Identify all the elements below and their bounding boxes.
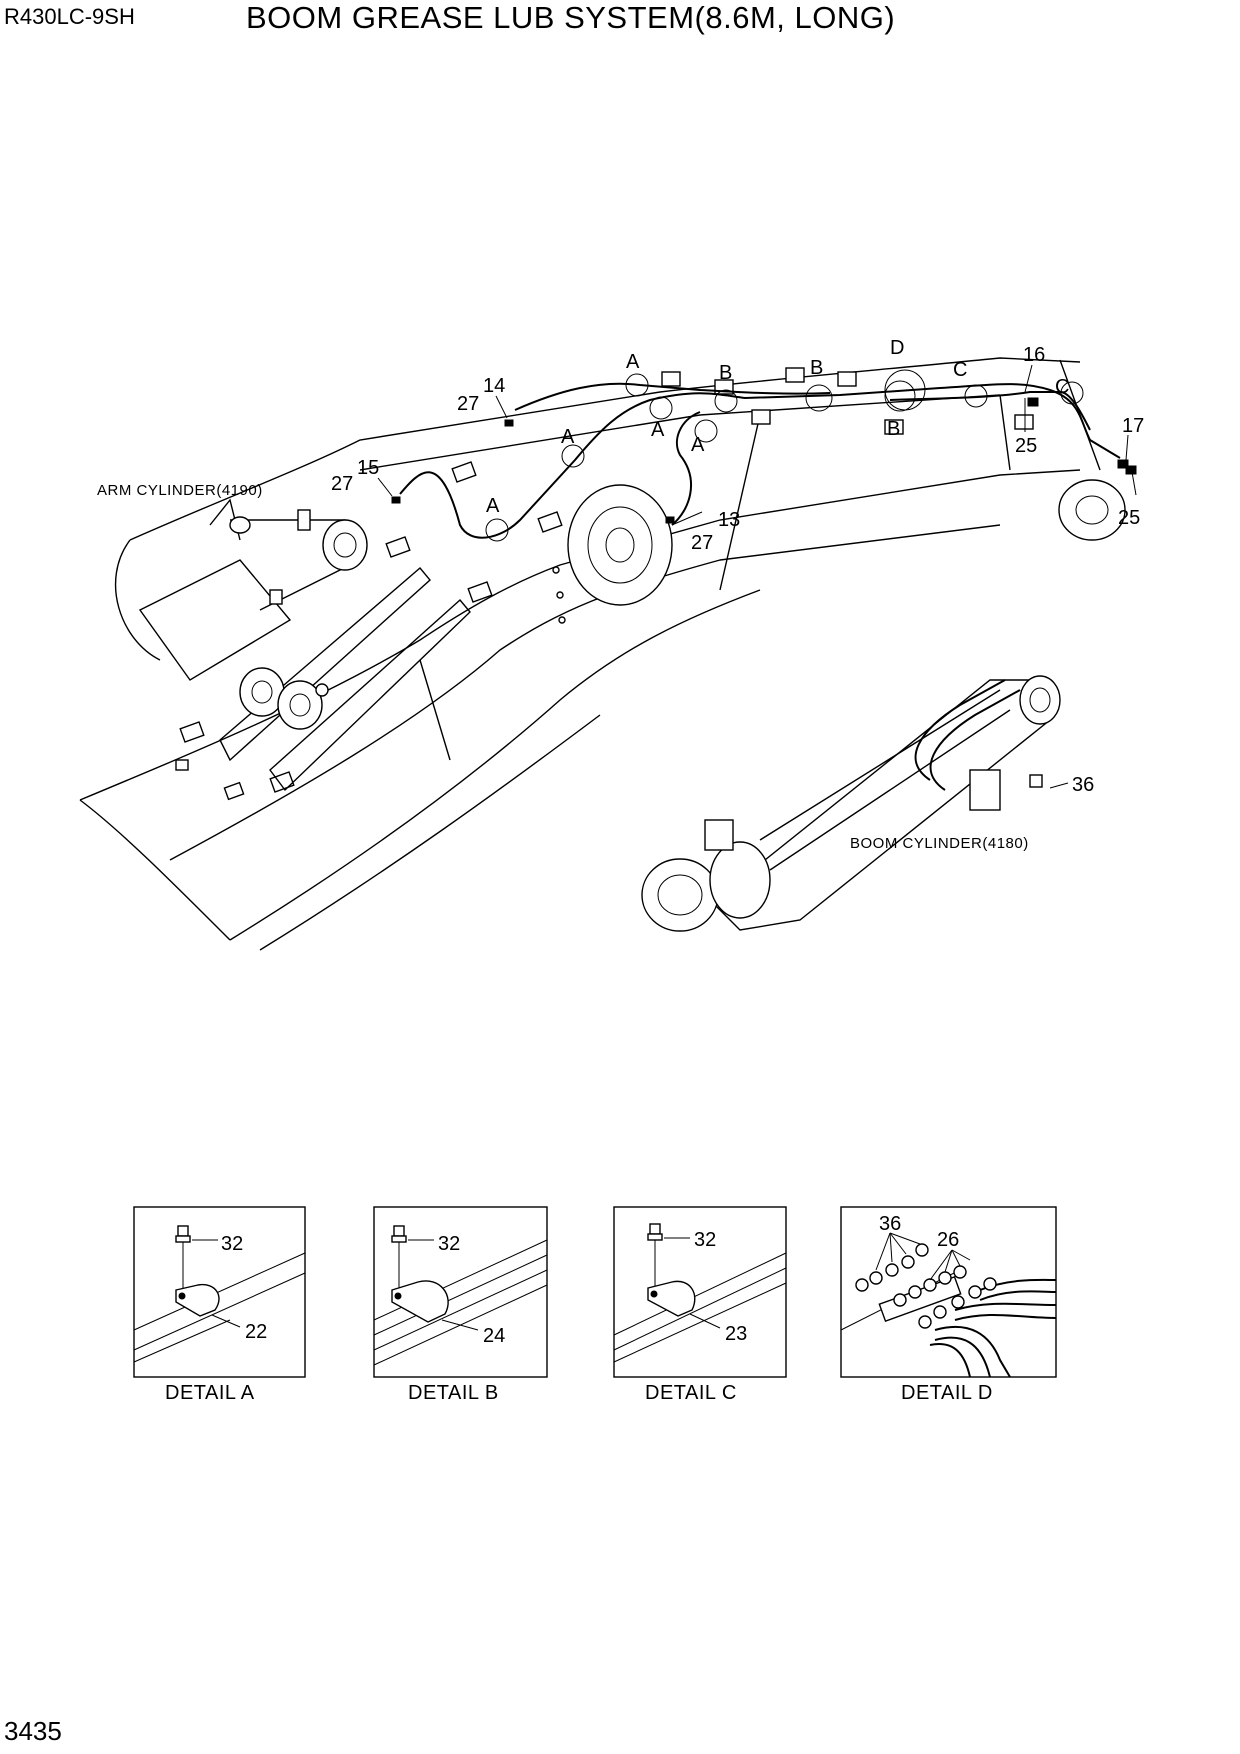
- callout-24: 24: [483, 1325, 505, 1347]
- boom-cylinder: [641, 675, 1061, 932]
- boom-brackets: [175, 367, 1034, 801]
- callout-14: 14: [483, 375, 505, 397]
- detail-ref-a: A: [486, 495, 500, 517]
- detail-ref-c: C: [953, 359, 967, 381]
- callout-23: 23: [725, 1323, 747, 1345]
- detail-ref-a: A: [691, 434, 705, 456]
- page-title: BOOM GREASE LUB SYSTEM(8.6M, LONG): [246, 0, 896, 35]
- callout-25: 25: [1118, 507, 1140, 529]
- detail-ref-b: B: [719, 362, 732, 384]
- callout-36: 36: [879, 1213, 901, 1235]
- detail-caption-d: DETAIL D: [901, 1382, 993, 1404]
- callout-32: 32: [221, 1233, 243, 1255]
- leader-lines: [377, 364, 1137, 789]
- arm-cylinder-label: ARM CYLINDER(4190): [97, 482, 263, 499]
- callout-27: 27: [457, 393, 479, 415]
- callout-32: 32: [694, 1229, 716, 1251]
- callout-27: 27: [331, 473, 353, 495]
- callout-15: 15: [357, 457, 379, 479]
- callout-26: 26: [937, 1229, 959, 1251]
- model-number: R430LC-9SH: [4, 4, 135, 29]
- callout-36: 36: [1072, 774, 1094, 796]
- page-number: 3435: [4, 1716, 62, 1746]
- detail-ref-a: A: [651, 419, 665, 441]
- callout-27: 27: [691, 532, 713, 554]
- callout-labels: 14 27 15 27 13 27 16 25 17 25 36 A A A A…: [97, 337, 1144, 852]
- boom-cylinder-label: BOOM CYLINDER(4180): [850, 835, 1029, 852]
- callout-32: 32: [438, 1233, 460, 1255]
- detail-ref-b: B: [887, 418, 900, 440]
- boom-body: [79, 357, 1126, 951]
- detail-c: 32 23 DETAIL C: [613, 1206, 787, 1404]
- detail-caption-a: DETAIL A: [165, 1382, 255, 1404]
- detail-b: 32 24 DETAIL B: [373, 1206, 548, 1404]
- callout-13: 13: [718, 509, 740, 531]
- detail-ref-a: A: [561, 426, 575, 448]
- detail-caption-b: DETAIL B: [408, 1382, 499, 1404]
- detail-a: 32 22 DETAIL A: [133, 1206, 306, 1404]
- detail-d: 36 26 DETAIL D: [840, 1206, 1057, 1404]
- grease-hoses: [391, 369, 1137, 542]
- detail-ref-b: B: [810, 357, 823, 379]
- callout-17: 17: [1122, 415, 1144, 437]
- arm-cylinder: [138, 498, 471, 792]
- callout-25: 25: [1015, 435, 1037, 457]
- detail-caption-c: DETAIL C: [645, 1382, 737, 1404]
- callout-22: 22: [245, 1321, 267, 1343]
- callout-16: 16: [1023, 344, 1045, 366]
- detail-ref-a: A: [626, 351, 640, 373]
- detail-ref-d: D: [890, 337, 904, 359]
- detail-ref-c: C: [1055, 376, 1069, 398]
